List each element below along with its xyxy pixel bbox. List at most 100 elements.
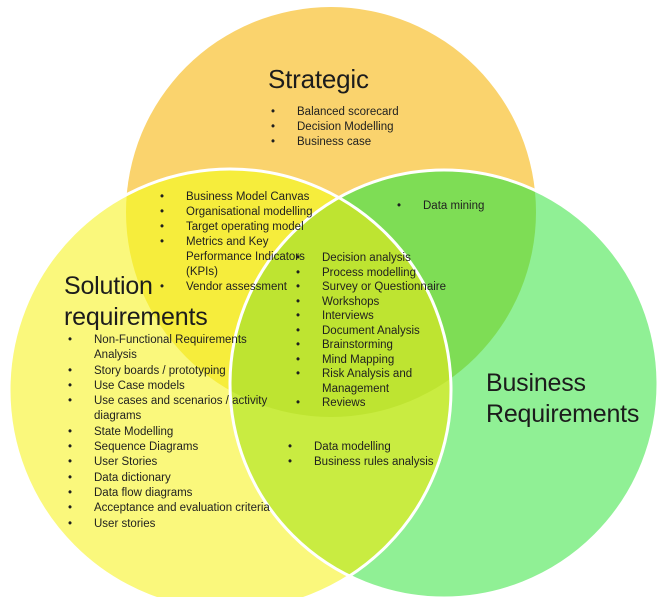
list-item: • Balanced scorecard [271,105,427,120]
list-item: • Reviews [296,396,458,411]
list-item: • Workshops [296,295,458,310]
list-item: • Non-Functional Requirements Analysis [68,333,284,364]
bullet-icon: • [296,339,301,351]
business-circle-outline [228,168,660,597]
list-item-label: Story boards / prototyping [94,364,226,377]
list-item-label: Organisational modelling [186,206,313,218]
list-item-label: Decision Modelling [297,121,394,133]
list-item-label: Data flow diagrams [94,486,193,499]
bullet-icon: • [160,191,165,203]
list-item-label: Balanced scorecard [297,106,399,118]
list-item-label: Business case [297,136,372,148]
list-item: • Decision analysis [296,251,458,266]
bullet-icon: • [68,379,73,392]
bullet-icon: • [271,121,276,133]
list-item-label: User stories [94,517,156,530]
strategic-solution-list: • Business Model Canvas • Organisational… [160,190,326,295]
list-item-label: Metrics and Key Performance Indicators (… [186,236,305,278]
list-item-label: Acceptance and evaluation criteria [94,502,270,515]
bullet-icon: • [288,456,293,468]
list-item-label: Vendor assessment [186,281,288,293]
bullet-icon: • [271,106,276,118]
center-list: • Decision analysis • Process modelling … [296,251,458,411]
list-item-label: Business rules analysis [314,456,434,468]
list-item-label: Sequence Diagrams [94,441,199,454]
list-item: • Data modelling [288,440,458,455]
list-item: • Mind Mapping [296,353,458,368]
list-item: • Sequence Diagrams [68,440,284,455]
list-item-label: Data modelling [314,441,391,453]
list-item: • Brainstorming [296,338,458,353]
solution-title: Solution requirements [64,272,208,331]
list-item: • Business case [271,135,427,150]
list-item: • Story boards / prototyping [68,364,284,379]
list-item-label: Risk Analysis and Management [322,368,413,395]
list-item: • Document Analysis [296,324,458,339]
list-item: • User Stories [68,455,284,470]
list-item: • Data flow diagrams [68,486,284,501]
bullet-icon: • [68,502,73,515]
list-item-label: Process modelling [322,266,416,279]
strategic-title: Strategic [268,64,369,94]
bullet-icon: • [296,266,301,279]
list-item: • Use Case models [68,379,284,394]
bullet-icon: • [296,368,301,380]
list-item: • Data mining [397,199,537,214]
bullet-icon: • [397,200,402,212]
bullet-icon: • [296,310,301,322]
bullet-icon: • [68,456,73,469]
list-item-label: Interviews [322,310,374,322]
list-item: • User stories [68,517,284,532]
list-item-label: Mind Mapping [322,353,395,366]
list-item-label: Decision analysis [322,252,411,264]
bullet-icon: • [68,486,73,499]
bullet-icon: • [271,136,276,148]
bullet-icon: • [296,281,301,293]
list-item: • Survey or Questionnaire [296,280,458,295]
list-item-label: Brainstorming [322,339,393,351]
overlap-center [230,170,451,417]
solution-list: • Non-Functional Requirements Analysis •… [68,333,284,532]
list-item: • Metrics and Key Performance Indicators… [160,235,326,280]
bullet-icon: • [296,353,301,366]
bullet-icon: • [160,281,165,293]
list-item: • Process modelling [296,266,458,281]
bullet-icon: • [296,324,301,337]
list-item: • Decision Modelling [271,120,427,135]
list-item-label: Data dictionary [94,471,171,484]
list-item-label: Reviews [322,397,366,409]
bullet-icon: • [68,395,73,408]
list-item-label: Business Model Canvas [186,191,310,203]
strategic-business-list: • Data mining [397,199,537,214]
solution-business-list: • Data modelling • Business rules analys… [288,440,458,470]
bullet-icon: • [160,236,165,248]
bullet-icon: • [160,206,165,218]
bullet-icon: • [296,397,301,409]
list-item: • State Modelling [68,425,284,440]
list-item-label: Data mining [423,200,485,212]
list-item-label: Use Case models [94,379,185,392]
list-item-label: Workshops [322,295,380,308]
list-item-label: Use cases and scenarios / activity diagr… [94,395,268,423]
list-item-label: Document Analysis [322,324,420,337]
list-item: • Business Model Canvas [160,190,326,205]
list-item-label: User Stories [94,456,158,469]
list-item: • Risk Analysis and Management [296,367,458,396]
list-item-label: Non-Functional Requirements Analysis [94,334,247,362]
solution-circle-outline [7,167,453,597]
list-item: • Use cases and scenarios / activity dia… [68,394,284,425]
list-item-label: Survey or Questionnaire [322,281,447,293]
bullet-icon: • [296,295,301,308]
strategic-list: • Balanced scorecard • Decision Modellin… [271,105,427,150]
list-item-label: State Modelling [94,425,174,438]
bullet-icon: • [68,471,73,484]
list-item: • Interviews [296,309,458,324]
list-item: • Organisational modelling [160,205,326,220]
bullet-icon: • [296,252,301,264]
list-item: • Data dictionary [68,471,284,486]
list-item: • Acceptance and evaluation criteria [68,501,284,516]
list-item: • Target operating model [160,220,326,235]
bullet-icon: • [68,334,73,346]
